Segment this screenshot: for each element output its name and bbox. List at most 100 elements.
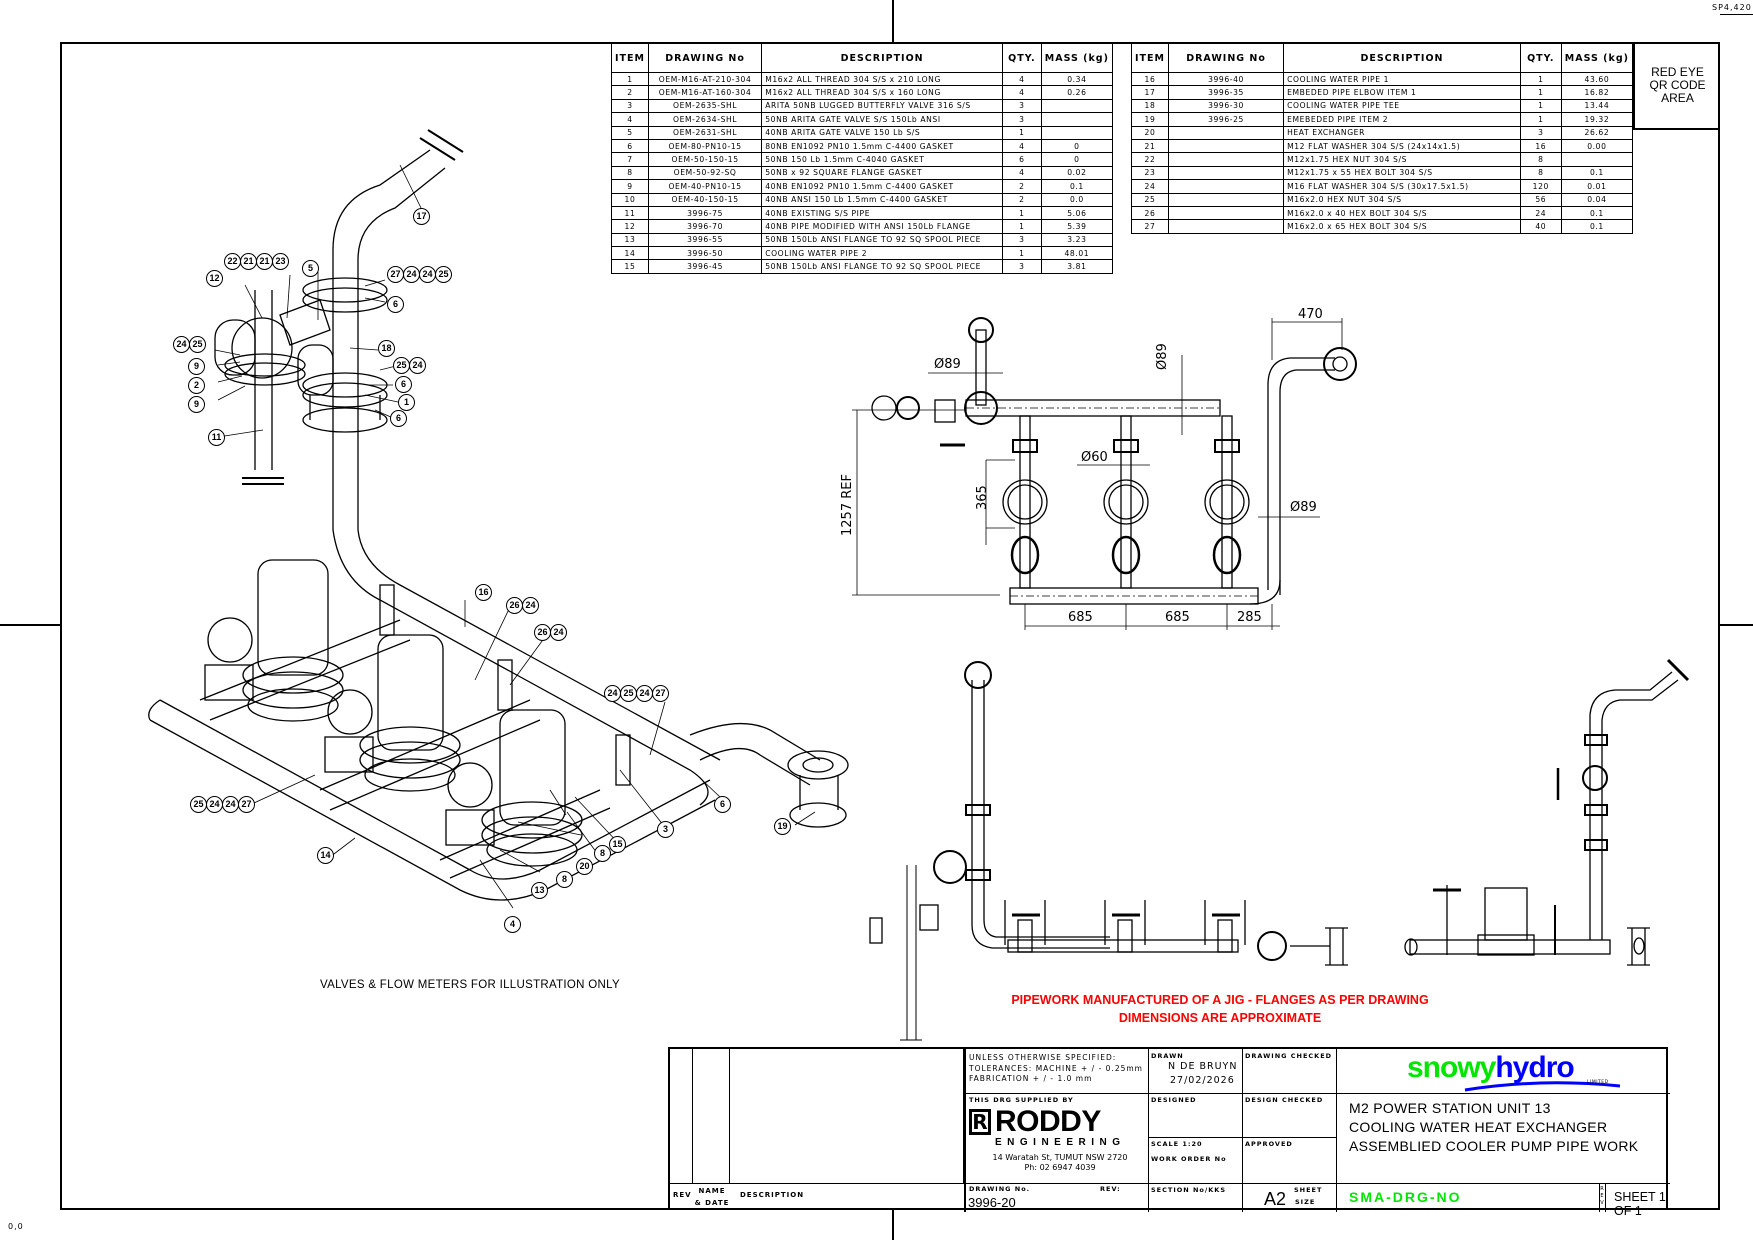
balloon-number: 27 [652,685,669,702]
drawn-cell: DRAWN N DE BRUYN 27/02/2026 [1148,1049,1243,1094]
bom-cell-drawing-no: 3996-25 [1167,112,1285,127]
balloon-number: 3 [657,821,674,838]
bom-cell-mass: 0.26 [1040,85,1114,100]
tolerances-cell: UNLESS OTHERWISE SPECIFIED: TOLERANCES: … [965,1049,1149,1094]
balloon-item-8: 8 [594,845,611,862]
balloon-number: 17 [413,208,430,225]
corner-rule [1720,14,1753,15]
branch-2 [1103,415,1149,589]
iso-riser-pipe-outer [357,167,446,530]
bom-header-drawing-no: DRAWING No [647,42,763,73]
section-label: SECTION No/KKS [1151,1186,1227,1194]
client-drawing-number: SMA-DRG-NO [1349,1189,1462,1205]
dimension-dia60: Ø60 [1081,450,1108,465]
dimension-dia89-inlet: Ø89 [934,357,961,372]
balloon-number: 24 [222,796,239,813]
balloon-item-11: 11 [208,429,225,446]
drawing-number-cell: DRAWING No. REV: 3996-20 [965,1183,1149,1212]
note-pipework-line2: DIMENSIONS ARE APPROXIMATE [1118,1011,1322,1025]
bom-cell-mass: 0.1 [1560,219,1634,234]
work-order-label: WORK ORDER No [1151,1155,1227,1163]
iso-riser-pipe [332,149,431,530]
balloon-number: 6 [714,796,731,813]
balloon-number: 9 [188,358,205,375]
drawn-by: N DE BRUYN [1168,1061,1238,1072]
branch-3 [1204,415,1250,589]
bom-cell-qty: 40 [1519,219,1562,234]
bill-of-materials-left: ITEM DRAWING No DESCRIPTION QTY. MASS (k… [611,42,1114,274]
bom-cell-drawing-no [1167,219,1285,234]
bom-cell-description: COOLING WATER PIPE 1 [1283,71,1521,87]
zone-marker-bottom [892,1210,894,1240]
balloon-item-8: 8 [556,871,573,888]
balloon-number: 24 [419,266,436,283]
drawing-number: 3996-20 [968,1195,1016,1210]
bom-cell-item: 16 [1131,71,1169,87]
scale-cell: SCALE 1:20 WORK ORDER No [1148,1137,1243,1184]
balloon-item-15: 15 [609,836,626,853]
tolerance-line2: TOLERANCES: MACHINE + / - 0.25mm [969,1063,1143,1073]
bom-cell-drawing-no: 3996-45 [647,259,763,274]
iso-outlet-elbow [689,722,821,786]
iso-heat-exchanger-1 [257,559,329,676]
balloon-item-6: 6 [387,296,404,313]
iso-heat-exchanger-3 [499,709,566,826]
balloon-item-17: 17 [413,208,430,225]
balloon-item-6: 6 [390,410,407,427]
qr-area-line1: RED EYE [1651,64,1704,79]
sheet-size-cell: A2 SHEET SIZE [1242,1183,1337,1212]
balloon-number: 25 [393,357,410,374]
balloon-number: 25 [435,266,452,283]
bom-cell-description: 50NB ARITA GATE VALVE S/S 150Lb ANSI [761,112,1004,127]
balloon-number: 21 [240,253,257,270]
drawing-title-line1: M2 POWER STATION UNIT 13 [1349,1100,1551,1116]
bom-header-description: DESCRIPTION [1283,42,1521,73]
balloon-item-2: 2 [188,377,205,394]
bom-cell-description: 50NB 150Lb ANSI FLANGE TO 92 SQ SPOOL PI… [761,259,1004,274]
balloon-item-9: 9 [188,396,205,413]
tolerance-text: UNLESS OTHERWISE SPECIFIED: TOLERANCES: … [969,1053,1143,1085]
client-logo-hydro: hydro [1495,1051,1574,1084]
balloon-number: 19 [774,818,791,835]
dimension-365: 365 [975,485,990,510]
supplier-cell: THIS DRG SUPPLIED BY R RODDY ENGINEERING… [965,1093,1149,1184]
iso-pipe-16 [332,529,709,806]
dimension-dia89-return: Ø89 [1290,500,1317,515]
dimension-470: 470 [1298,307,1323,322]
drawing-title: M2 POWER STATION UNIT 13 COOLING WATER H… [1349,1099,1638,1156]
title-block: REV NAME & DATE DESCRIPTION UNLESS OTHER… [668,1047,1670,1218]
qr-code-area: RED EYE QR CODE AREA [1633,42,1720,130]
bom-cell-item: 1 [611,71,649,87]
bom-header-mass: MASS (kg) [1040,42,1114,73]
name-date-label: NAME & DATE [694,1187,730,1207]
balloon-number: 9 [188,396,205,413]
sheet-size: A2 [1264,1189,1287,1209]
balloon-number: 26 [534,624,551,641]
iso-handwheel [231,317,293,379]
balloon-item-19: 19 [774,818,791,835]
client-logo-snowy: snowy [1407,1051,1496,1084]
balloon-item-3: 3 [657,821,674,838]
company-logo-mark: R [969,1109,991,1135]
bill-of-materials-right: ITEM DRAWING No DESCRIPTION QTY. MASS (k… [1131,42,1634,234]
balloon-item-6: 6 [395,376,412,393]
bom-cell-mass: 19.32 [1560,112,1634,127]
elev-heat-exchanger-branches [1002,415,1250,589]
description-label: DESCRIPTION [740,1191,805,1199]
drawn-date: 27/02/2026 [1170,1075,1235,1086]
dimension-1257-ref: 1257 REF [840,474,855,536]
balloon-number: 11 [208,429,225,446]
note-valves-illustration-only: VALVES & FLOW METERS FOR ILLUSTRATION ON… [320,979,620,991]
drawing-title-line3: ASSEMBLIED COOLER PUMP PIPE WORK [1349,1138,1639,1154]
zone-marker-right [1720,624,1753,626]
client-logo-limited: LIMITED [1587,1080,1609,1085]
